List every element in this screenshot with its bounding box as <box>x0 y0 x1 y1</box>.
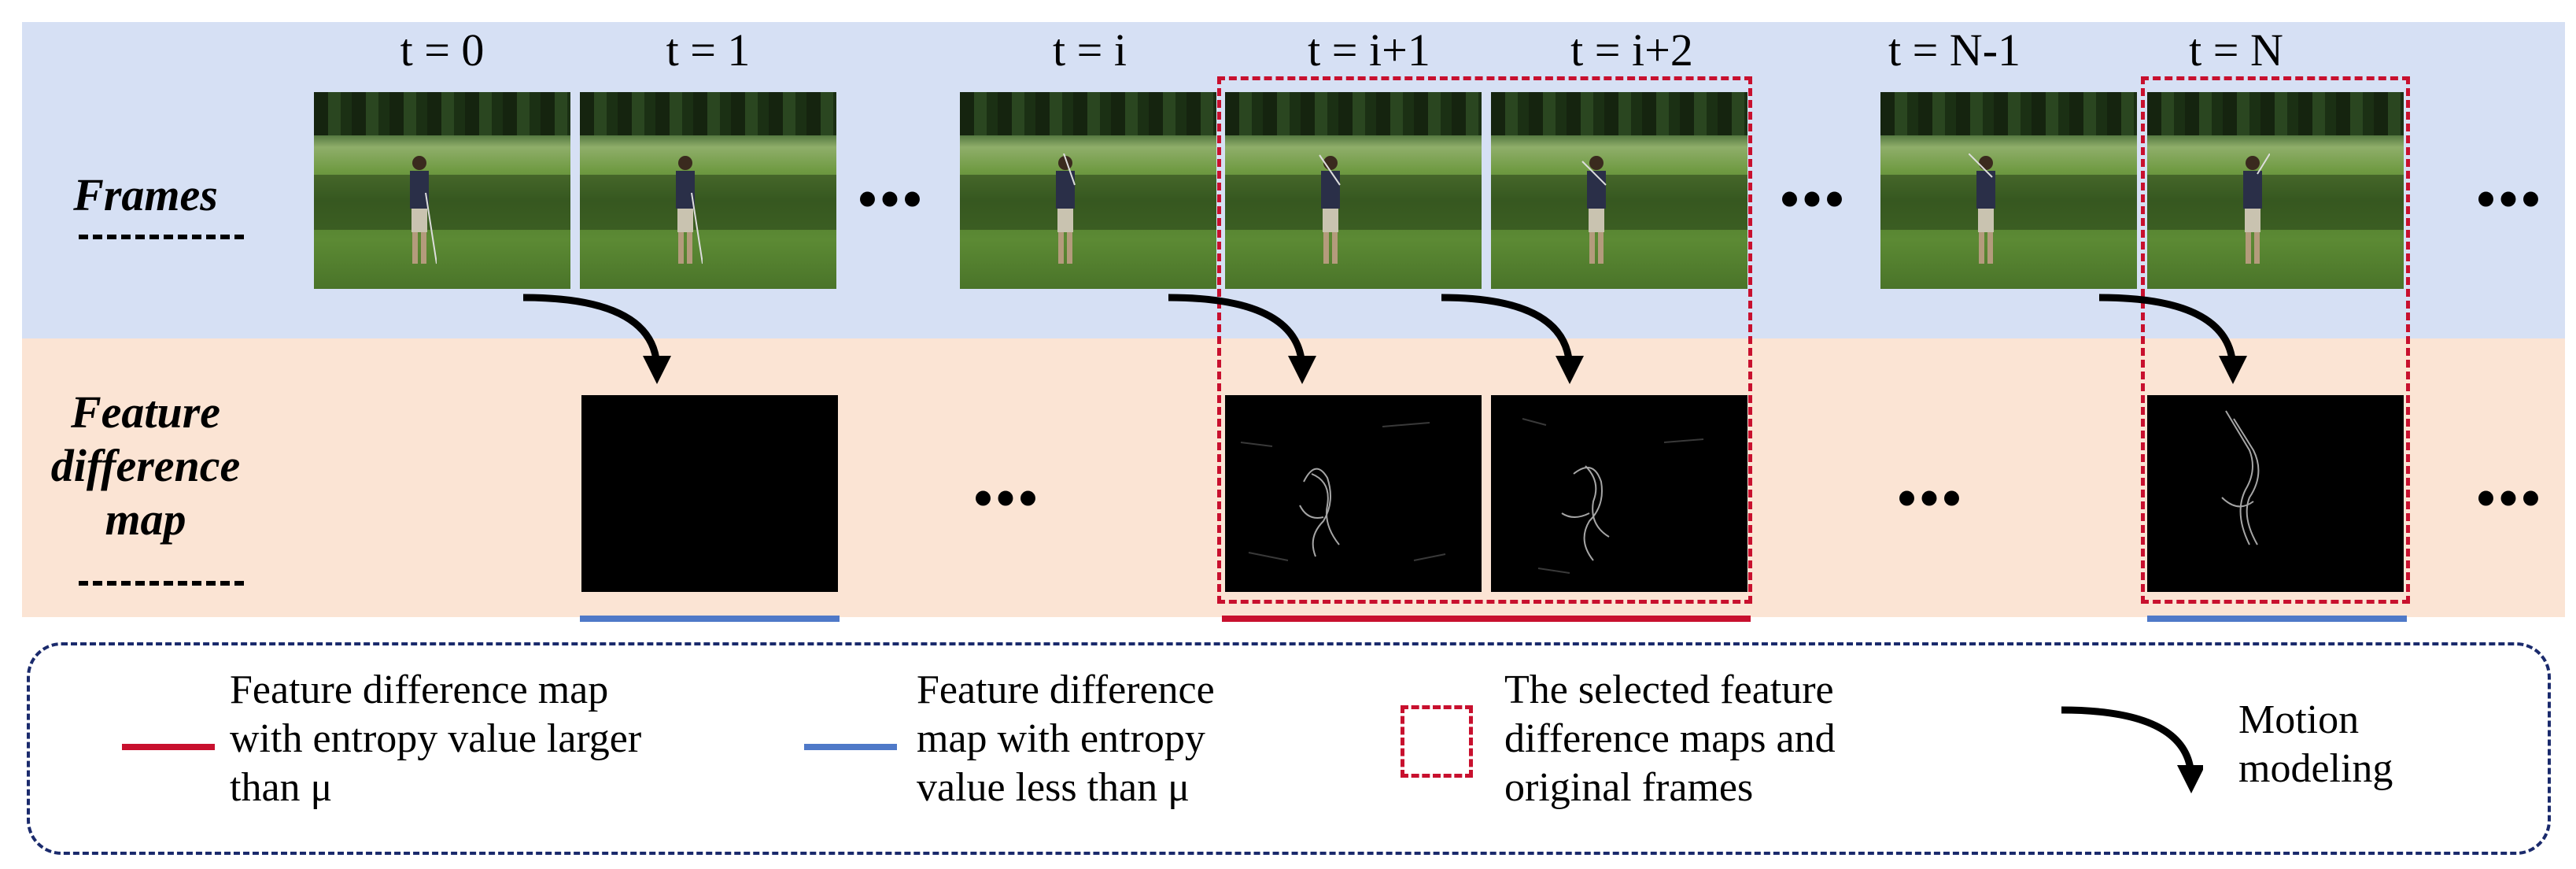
video-frame-tn <box>2147 92 2404 289</box>
feature-map-ti1 <box>1225 395 1482 592</box>
legend-red-line-text: Feature difference map with entropy valu… <box>230 667 642 810</box>
fdm-dash <box>79 581 244 586</box>
legend-blue-line-text: Feature difference map with entropy valu… <box>917 667 1215 810</box>
motion-edges <box>1522 418 1704 574</box>
golfer-figure <box>410 156 437 264</box>
row-label-frames: Frames <box>73 169 218 220</box>
time-label-ti1: t = i+1 <box>1308 24 1430 76</box>
red-underline-selected <box>1222 616 1751 622</box>
legend-box <box>27 642 2551 855</box>
golfer-figure <box>1056 153 1076 264</box>
golfer-figure <box>1581 156 1607 264</box>
legend-motion-text: Motion modeling <box>2238 697 2393 791</box>
fdm-ellipsis-2: ••• <box>1897 468 1965 529</box>
row-label-fdm-line2: difference <box>50 440 241 491</box>
feature-map-ti2 <box>1491 395 1747 592</box>
golfer-figure <box>2243 153 2270 264</box>
motion-arrow-tn <box>2098 294 2247 384</box>
golfer-figure <box>1319 154 1341 264</box>
video-frame-ti <box>960 92 1216 289</box>
motion-arrow-ti2 <box>1441 294 1584 384</box>
frames-ellipsis-3: ••• <box>2476 169 2544 230</box>
golfer-figure <box>1969 153 1995 264</box>
golfer-figure <box>676 156 703 264</box>
motion-arrow-ti1 <box>1168 294 1316 384</box>
legend-red-box <box>1401 705 1473 778</box>
row-label-fdm: Feature difference map <box>31 386 260 546</box>
row-label-fdm-line1: Feature <box>70 386 221 438</box>
video-frame-ti2 <box>1491 92 1747 289</box>
video-frame-tn1 <box>1880 92 2137 289</box>
time-label-tn: t = N <box>2189 24 2283 76</box>
motion-edges <box>1240 422 1446 561</box>
legend-red-box-text: The selected feature difference maps and… <box>1504 667 1836 810</box>
selected-box-ti1-ti2 <box>1217 76 1752 604</box>
video-frame-t0 <box>314 92 570 289</box>
legend-motion-arrow <box>2061 706 2203 793</box>
frames-ellipsis-2: ••• <box>1780 169 1847 230</box>
time-label-ti2: t = i+2 <box>1570 24 1693 76</box>
time-label-t0: t = 0 <box>400 24 485 76</box>
time-label-tn1: t = N-1 <box>1888 24 2021 76</box>
motion-arrow-t1 <box>522 294 671 384</box>
selected-box-tn <box>2141 76 2410 604</box>
blue-underline-t1 <box>580 616 840 622</box>
legend-red-line <box>122 744 215 750</box>
frames-dash <box>79 235 244 239</box>
fdm-ellipsis-3: ••• <box>2476 468 2544 529</box>
motion-edges <box>2221 410 2260 545</box>
time-label-ti: t = i <box>1053 24 1127 76</box>
time-label-t1: t = 1 <box>666 24 751 76</box>
legend-blue-line <box>804 744 897 750</box>
feature-map-tn <box>2147 395 2404 592</box>
video-frame-ti1 <box>1225 92 1482 289</box>
feature-map-t1 <box>581 395 838 592</box>
row-label-fdm-line3: map <box>105 494 186 545</box>
fdm-ellipsis-1: ••• <box>973 468 1041 529</box>
blue-underline-tn <box>2147 616 2407 622</box>
video-frame-t1 <box>580 92 836 289</box>
frames-ellipsis-1: ••• <box>858 169 925 230</box>
